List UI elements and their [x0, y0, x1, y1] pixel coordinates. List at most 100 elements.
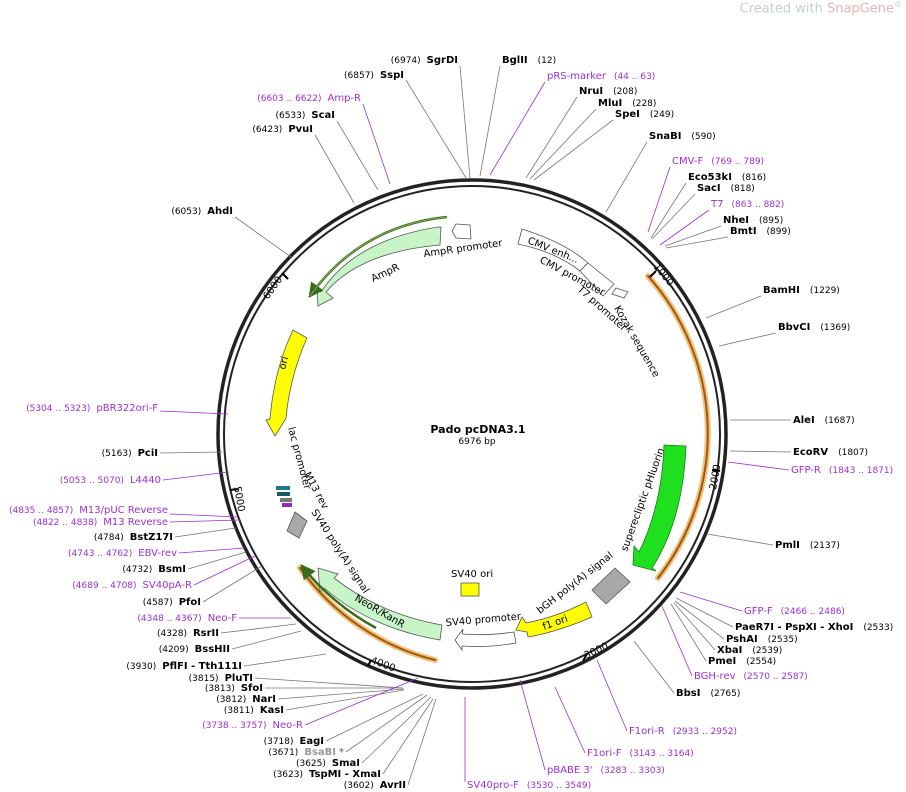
- site-label[interactable]: (6974)SgrDI: [391, 55, 458, 66]
- neor-feature: NeoR/KanR: [300, 564, 443, 641]
- label-name: PmeI: [708, 656, 736, 667]
- site-label[interactable]: XbaI(2539): [717, 645, 782, 656]
- site-label[interactable]: NruI(208): [579, 86, 637, 97]
- primer-label[interactable]: BGH-rev(2570 .. 2587): [694, 671, 808, 682]
- leader-line: [718, 332, 777, 347]
- label-position: (6533): [275, 111, 305, 121]
- label-name: RsrII: [193, 628, 219, 639]
- label-name: ScaI: [311, 110, 335, 121]
- sv40-promoter-label: SV40 promoter: [445, 611, 522, 629]
- label-name: MluI: [598, 98, 622, 109]
- primer-label[interactable]: GFP-R(1843 .. 1871): [791, 465, 893, 476]
- site-label[interactable]: (4328)RsrII: [157, 628, 219, 639]
- label-position: (590): [691, 132, 715, 142]
- leader-line: [679, 591, 743, 612]
- site-label[interactable]: (3718)EagI: [264, 736, 324, 747]
- site-label[interactable]: BglII(12): [502, 55, 556, 66]
- site-label[interactable]: (6053)AhdI: [171, 206, 233, 217]
- kozak-label: Kozak sequence: [611, 304, 661, 379]
- label-name: BsmI: [158, 564, 186, 575]
- label-name: AleI: [793, 415, 815, 426]
- site-label[interactable]: BamHI(1229): [763, 285, 840, 296]
- site-label[interactable]: EcoRV(1807): [793, 447, 868, 458]
- site-label[interactable]: (3602)AvrII: [344, 780, 406, 791]
- label-name: pBABE 3': [547, 765, 593, 776]
- site-label[interactable]: (6857)SspI: [344, 70, 404, 81]
- leader-line: [169, 513, 239, 518]
- primer-label[interactable]: SV40pro-F(3530 .. 3549): [467, 780, 591, 791]
- site-label[interactable]: (4587)PfoI: [143, 597, 201, 608]
- plasmid-name: Pado pcDNA3.1: [430, 423, 525, 436]
- site-label[interactable]: (6423)PvuI: [252, 124, 313, 135]
- snapgene-watermark: Created with SnapGene®: [740, 0, 902, 16]
- site-label[interactable]: (3812)NarI: [216, 694, 276, 705]
- site-label[interactable]: (3815)PluTI: [189, 673, 253, 684]
- primer-label[interactable]: T7(863 .. 882): [710, 199, 784, 210]
- site-label[interactable]: NheI(895): [723, 215, 783, 226]
- site-label[interactable]: (4732) BsmI: [122, 564, 186, 575]
- label-position: (2554): [746, 657, 776, 667]
- site-label[interactable]: (3930)PflFI - Tth111I: [126, 661, 242, 672]
- primer-label[interactable]: (5053 .. 5070)L4440: [60, 475, 161, 486]
- leader-line: [659, 209, 710, 246]
- leader-line: [459, 65, 471, 179]
- leader-line: [187, 551, 247, 570]
- site-label[interactable]: SnaBI(590): [649, 131, 716, 142]
- site-label[interactable]: SacI(818): [697, 183, 755, 194]
- site-label[interactable]: PmlI (2137): [775, 540, 840, 551]
- primer-label[interactable]: (4835 .. 4857)M13/pUC Reverse: [9, 505, 168, 516]
- label-name: PmlI: [775, 540, 800, 551]
- primer-label[interactable]: (6603 .. 6622)Amp-R: [257, 93, 361, 104]
- sv40-promoter: SV40 promoter: [445, 611, 522, 652]
- label-position: (1369): [820, 323, 850, 333]
- label-position: (2137): [810, 541, 840, 551]
- label-name: M13 Reverse: [103, 517, 168, 528]
- primer-label[interactable]: (3738 .. 3757)Neo-R: [202, 720, 303, 731]
- site-label[interactable]: (3625)SmaI: [296, 758, 360, 769]
- label-position: (4348 .. 4367): [137, 614, 201, 624]
- label-position: (4732): [122, 565, 152, 575]
- site-label[interactable]: (3813)SfoI: [205, 683, 263, 694]
- label-name: PflFI - Tth111I: [162, 661, 242, 672]
- site-label[interactable]: BmtI(899): [730, 226, 791, 237]
- primer-label[interactable]: (4822 .. 4838)M13 Reverse: [33, 517, 168, 528]
- label-position: (2933 .. 2952): [673, 727, 737, 737]
- primer-label[interactable]: GFP-F(2466 .. 2486): [744, 606, 845, 617]
- site-label[interactable]: BbvCI(1369): [778, 322, 850, 333]
- label-name: PvuI: [288, 124, 313, 135]
- label-name: PluTI: [225, 673, 253, 684]
- site-label[interactable]: Eco53kI(816): [688, 172, 766, 183]
- site-label[interactable]: (3671)BsaBI*: [268, 747, 344, 758]
- site-label[interactable]: (3811)KasI: [224, 705, 284, 716]
- label-name: AvrII: [380, 780, 406, 791]
- primer-label[interactable]: pRS-marker(44 .. 63): [547, 71, 655, 82]
- site-label[interactable]: (4784)BstZ17I: [94, 532, 173, 543]
- site-label[interactable]: PaeR7I - PspXI - XhoI(2533): [735, 622, 893, 633]
- site-label[interactable]: BbsI(2765): [676, 688, 740, 699]
- site-label[interactable]: PshAI(2535): [726, 634, 798, 645]
- primer-label[interactable]: (4348 .. 4367)Neo-F: [137, 613, 237, 624]
- leader-line: [193, 555, 256, 586]
- label-position: (4587): [143, 598, 173, 608]
- site-label[interactable]: (4209)BssHII: [159, 644, 230, 655]
- primer-label[interactable]: F1ori-F(3143 .. 3164): [587, 748, 694, 759]
- leader-line: [729, 450, 792, 453]
- label-name: SV40pro-F: [467, 780, 519, 791]
- primer-label[interactable]: F1ori-R(2933 .. 2952): [629, 726, 737, 737]
- primer-label[interactable]: (5304 .. 5323)pBR322ori-F: [26, 403, 158, 414]
- label-position: (899): [767, 227, 791, 237]
- site-label[interactable]: (6533) ScaI: [275, 110, 335, 121]
- primer-label[interactable]: (4689 .. 4708)SV40pA-R: [72, 580, 192, 591]
- primer-label[interactable]: CMV-F(769 .. 789): [672, 156, 764, 167]
- orange-arcs: [297, 273, 711, 663]
- primer-label[interactable]: pBABE 3'(3283 .. 3303): [547, 765, 665, 776]
- site-label[interactable]: (5163)PciI: [102, 448, 158, 459]
- backbone: [216, 178, 728, 690]
- primer-label[interactable]: (4743 .. 4762)EBV-rev: [68, 548, 177, 559]
- site-label[interactable]: MluI(228): [598, 98, 656, 109]
- site-label[interactable]: AleI(1687): [793, 415, 855, 426]
- site-label[interactable]: SpeI(249): [615, 109, 674, 120]
- leader-line: [361, 696, 432, 764]
- site-label[interactable]: (3623)TspMI - XmaI: [273, 769, 381, 780]
- site-label[interactable]: PmeI (2554): [708, 656, 776, 667]
